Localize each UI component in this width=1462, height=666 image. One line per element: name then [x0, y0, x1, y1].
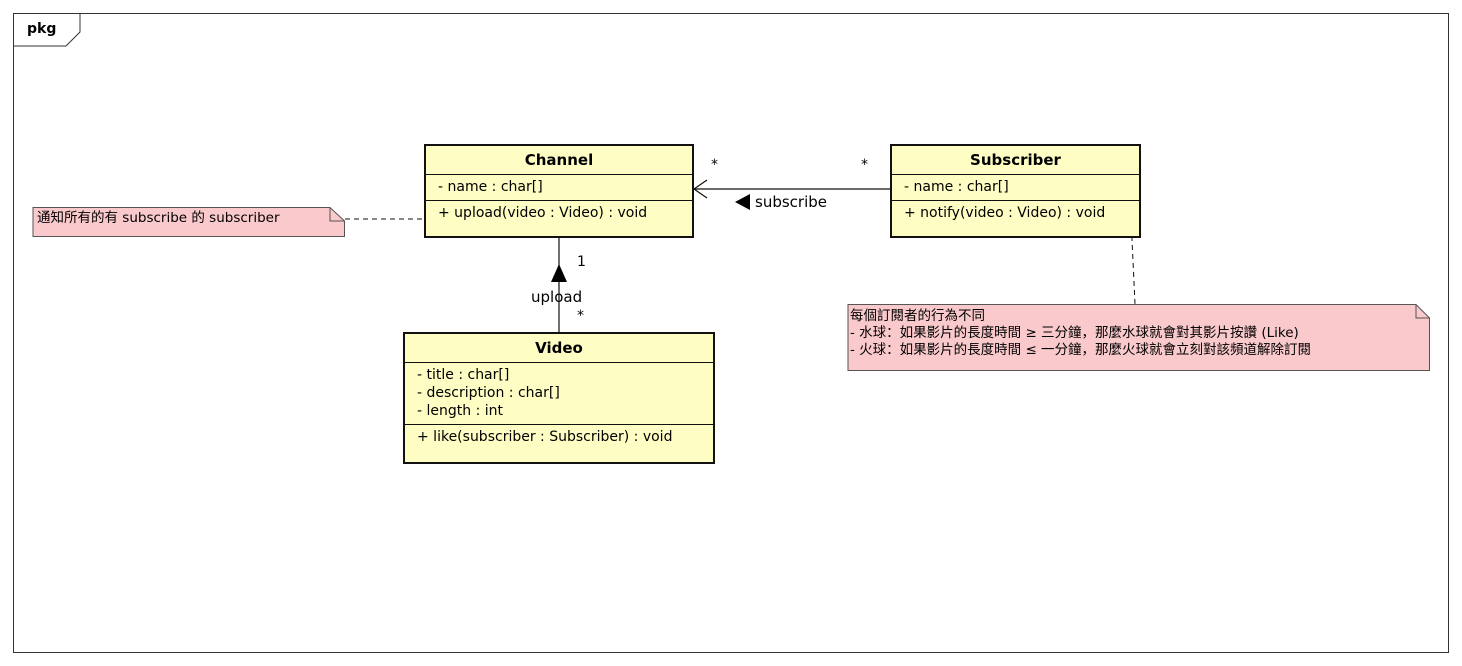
subscribe-arrowhead [692, 179, 708, 199]
attribute: - description : char[] [417, 385, 560, 401]
operation: + upload(video : Video) : void [438, 205, 648, 221]
channel-note[interactable]: 通知所有的有 subscribe 的 subscriber [34, 210, 330, 236]
subscribe-multiplicity-channel: * [711, 157, 718, 173]
upload-multiplicity-channel: 1 [577, 254, 586, 270]
upload-direction-triangle [551, 264, 567, 282]
note-line: - 水球：如果影片的長度時間 ≥ 三分鐘，那麼水球就會對其影片按讚 (Like) [850, 325, 1299, 341]
channel-note-shape [32, 207, 345, 237]
class-video-operations: + like(subscriber : Subscriber) : void [405, 424, 713, 450]
operation: + like(subscriber : Subscriber) : void [417, 429, 673, 445]
class-channel-attributes: - name : char[] [426, 175, 692, 200]
subscribe-direction-triangle [735, 194, 750, 210]
attribute: - name : char[] [438, 179, 543, 195]
subscriber-note[interactable]: 每個訂閱者的行為不同 - 水球：如果影片的長度時間 ≥ 三分鐘，那麼水球就會對其… [849, 308, 1415, 370]
subscribe-multiplicity-subscriber: * [861, 157, 868, 173]
attribute: - title : char[] [417, 367, 510, 383]
subscriber-note-fold [1415, 304, 1430, 319]
frame-label: pkg [27, 21, 57, 37]
class-channel-operations: + upload(video : Video) : void [426, 200, 692, 226]
upload-multiplicity-video: * [577, 308, 584, 324]
class-video[interactable]: Video - title : char[] - description : c… [403, 332, 715, 464]
class-subscriber[interactable]: Subscriber - name : char[] + notify(vide… [890, 144, 1141, 238]
note-line: 通知所有的有 subscribe 的 subscriber [37, 210, 280, 226]
subscriber-note-shape [847, 304, 1430, 371]
subscribe-label: subscribe [755, 193, 827, 211]
class-subscriber-attributes: - name : char[] [892, 175, 1139, 200]
class-channel-name: Channel [426, 146, 692, 175]
note-line: - 火球：如果影片的長度時間 ≤ 一分鐘，那麼火球就會立刻對該頻道解除訂閱 [850, 342, 1312, 358]
class-subscriber-name: Subscriber [892, 146, 1139, 175]
attribute: - length : int [417, 403, 503, 419]
class-video-attributes: - title : char[] - description : char[] … [405, 363, 713, 424]
attribute: - name : char[] [904, 179, 1009, 195]
upload-label: upload [531, 288, 583, 306]
class-channel[interactable]: Channel - name : char[] + upload(video :… [424, 144, 694, 238]
package-frame [13, 13, 1449, 653]
note-line: 每個訂閱者的行為不同 [850, 308, 985, 324]
class-subscriber-operations: + notify(video : Video) : void [892, 200, 1139, 226]
class-video-name: Video [405, 334, 713, 363]
channel-note-fold [329, 207, 345, 222]
operation: + notify(video : Video) : void [904, 205, 1106, 221]
